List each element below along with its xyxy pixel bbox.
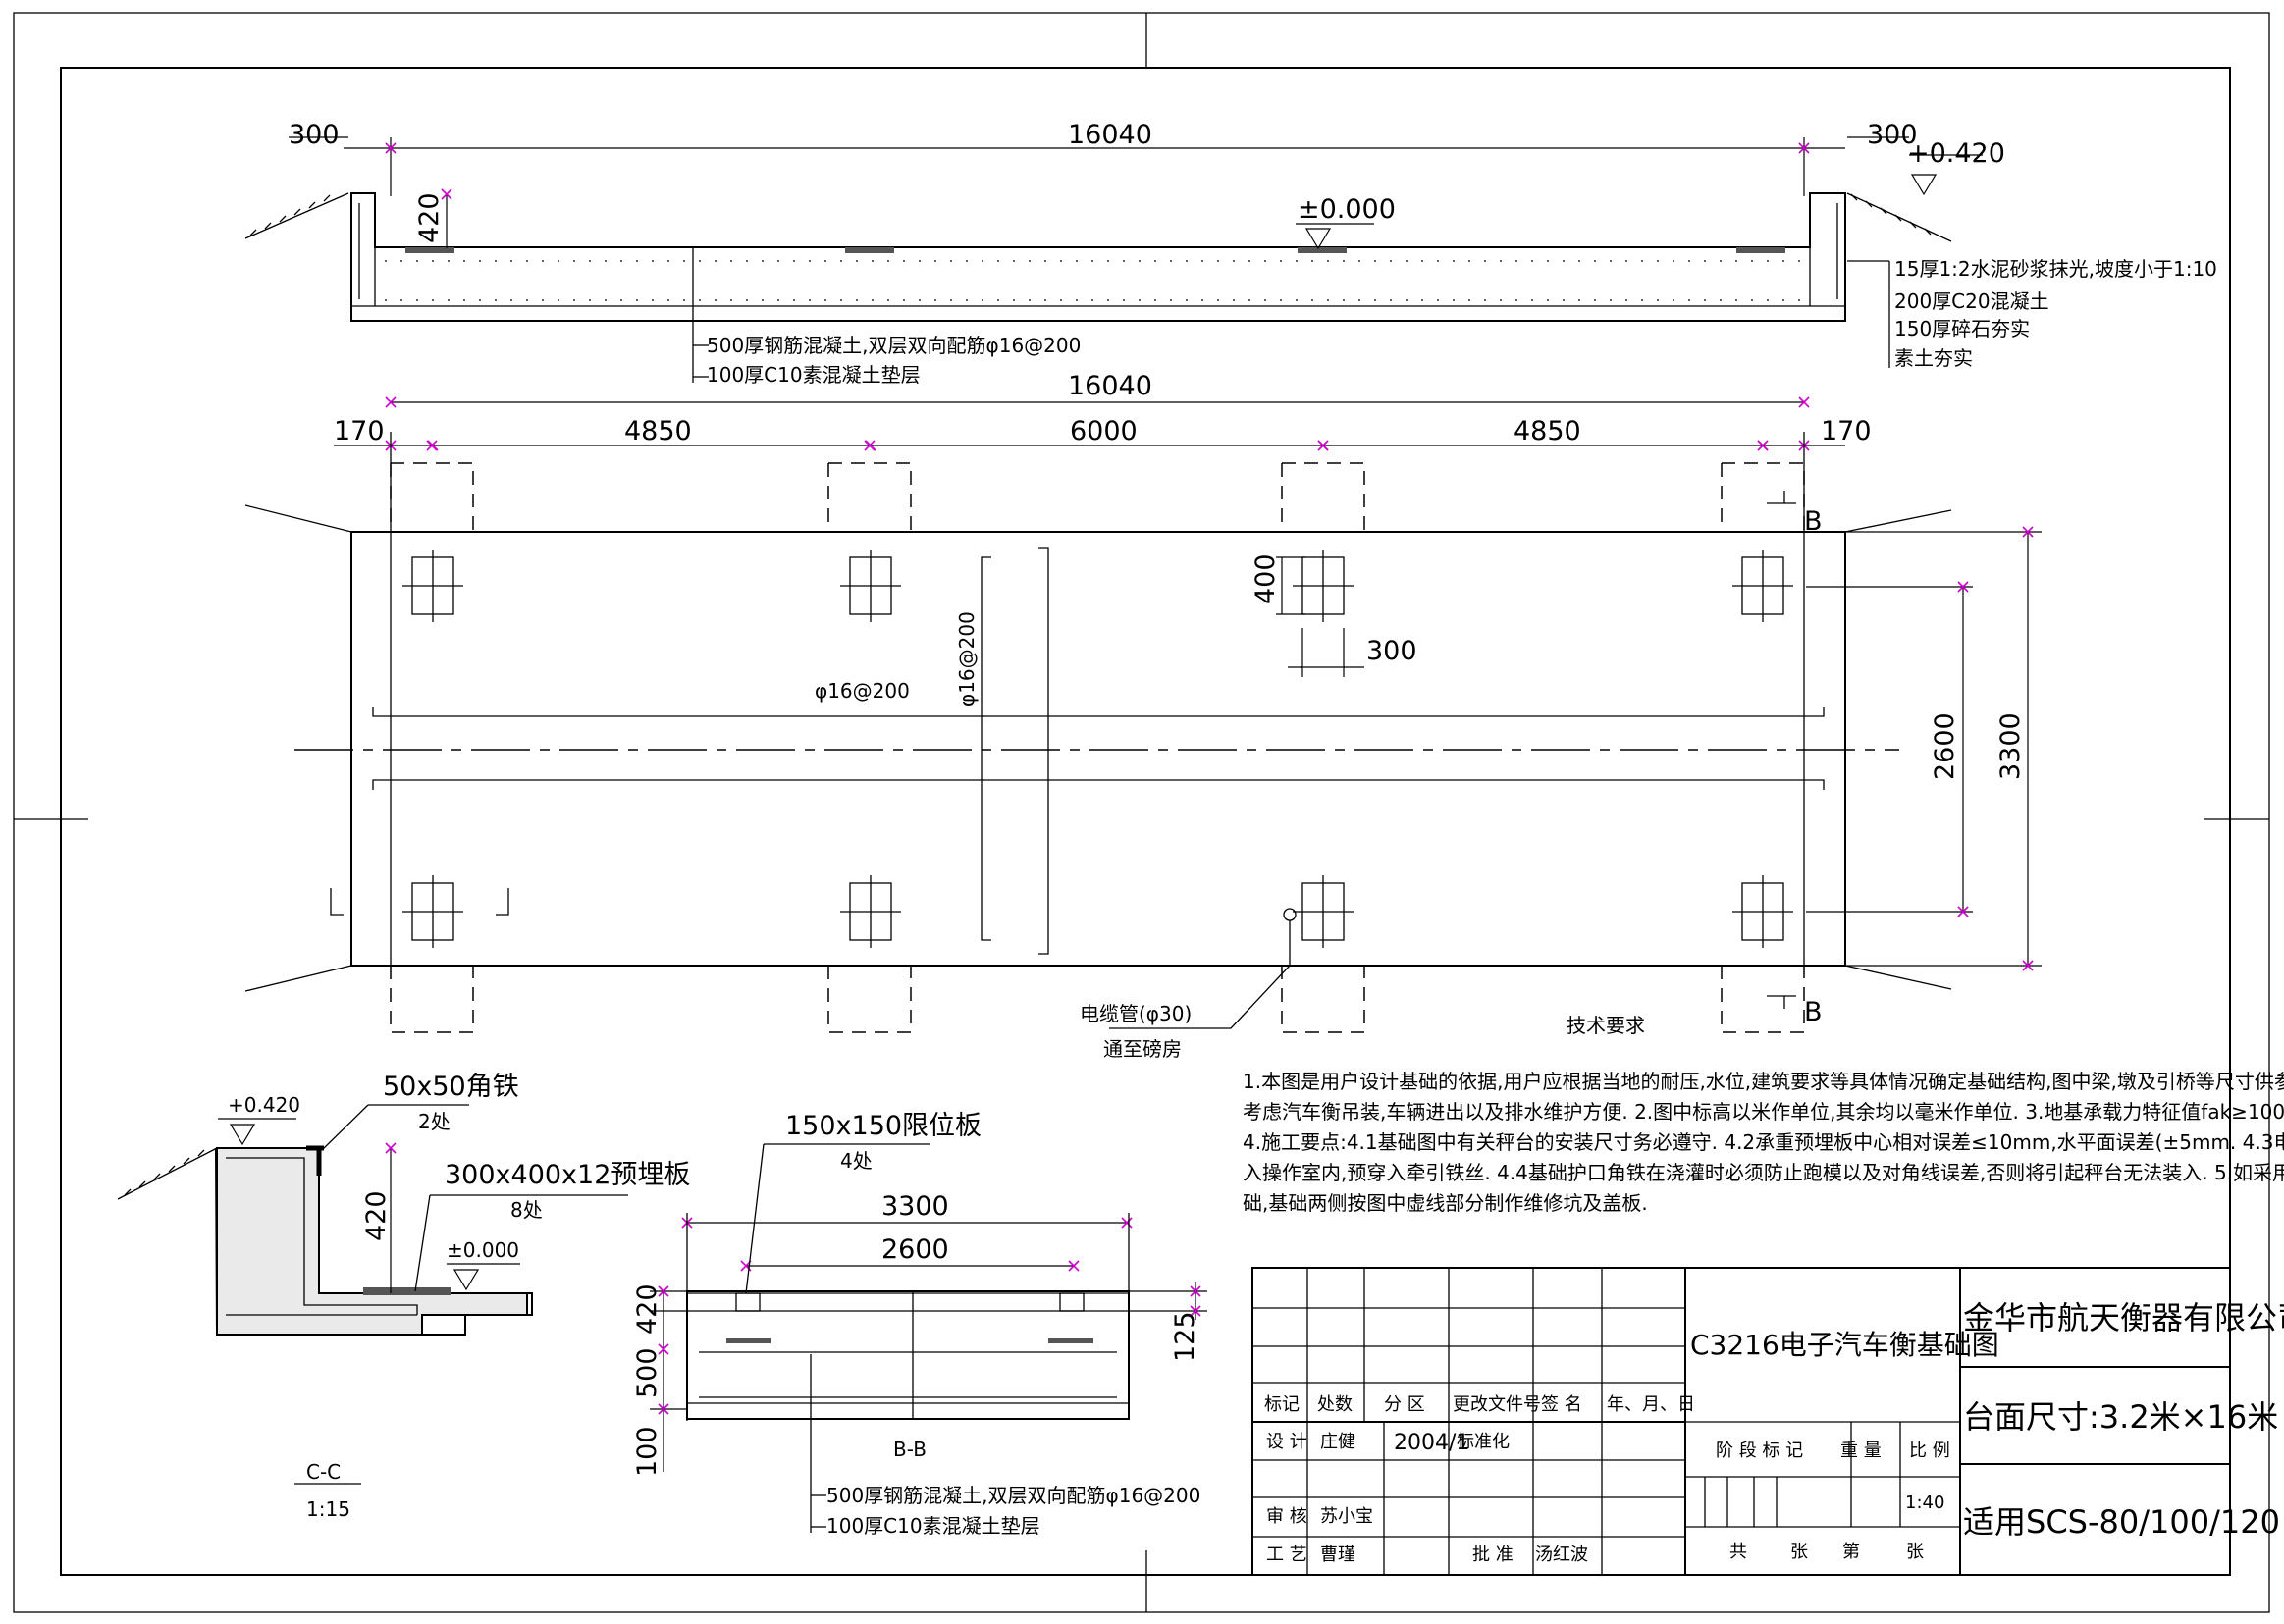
elev-dim-total: 16040 (1068, 120, 1152, 150)
cc-plate-count: 8处 (510, 1198, 543, 1222)
cc-plate-label: 300x400x12预埋板 (445, 1160, 690, 1190)
bb-dim-3300: 3300 (881, 1191, 949, 1222)
design-label: 设 计 (1266, 1432, 1307, 1452)
section-bb: 3300 2600 420 500 100 125 150x150限位板 4处 … (632, 1111, 1207, 1538)
approve-name: 汤红波 (1535, 1545, 1588, 1565)
review-name: 苏小宝 (1320, 1506, 1373, 1527)
elev-layer-2: 200厚C20混凝土 (1894, 289, 2049, 313)
maintenance-pits (390, 462, 1805, 1033)
elev-dim-left: 300 (289, 120, 340, 150)
company-name: 金华市航天衡器有限公司 (1963, 1299, 2284, 1336)
requirement-line-5: 础,基础两侧按图中虚线部分制作维修坑及盖板. (1243, 1191, 1648, 1215)
platform-size: 台面尺寸:3.2米×16米 (1963, 1398, 2278, 1436)
embedded-plates (402, 550, 1793, 948)
elev-layer-1: 15厚1:2水泥砂浆抹光,坡度小于1:10 (1894, 257, 2217, 281)
plan-dim-170-left: 170 (334, 416, 385, 446)
review-label: 审 核 (1266, 1506, 1307, 1527)
plan-dim-6000: 6000 (1070, 416, 1138, 446)
hdr-zone: 分 区 (1384, 1394, 1425, 1415)
bb-dim-125: 125 (1170, 1311, 1200, 1362)
standardization: 标准化 (1457, 1432, 1510, 1452)
requirement-line-1: 1.本图是用户设计基础的依据,用户应根据当地的耐压,水位,建筑要求等具体情况确定… (1243, 1070, 2284, 1093)
cc-depth: 420 (361, 1190, 392, 1241)
cable-note-1: 电缆管(φ30) (1080, 1002, 1192, 1025)
cc-level-zero: ±0.000 (447, 1238, 519, 1262)
nth-label: 第 (1842, 1542, 1860, 1562)
hdr-sign: 签 名 (1541, 1394, 1582, 1415)
elev-level-top: +0.420 (1907, 138, 2005, 169)
hdr-change-doc: 更改文件号 (1453, 1394, 1541, 1415)
elevation-view: 300 16040 300 +0.420 420 ±0.000 (244, 120, 2217, 387)
requirement-line-3: 4.施工要点:4.1基础图中有关秤台的安装尺寸务必遵守. 4.2承重预埋板中心相… (1243, 1130, 2284, 1154)
bb-note-base: 100厚C10素混凝土垫层 (826, 1514, 1040, 1538)
elev-level-zero: ±0.000 (1298, 194, 1396, 225)
plan-dim-4850-left: 4850 (624, 416, 692, 446)
section-mark-b-top: B (1804, 506, 1823, 537)
bb-stop-label: 150x150限位板 (785, 1111, 982, 1141)
sheets-label: 张 (1790, 1542, 1808, 1562)
process-name: 曹瑾 (1320, 1545, 1355, 1565)
elev-depth: 420 (414, 192, 445, 243)
elev-note-base: 100厚C10素混凝土垫层 (707, 363, 921, 387)
cc-name: C-C (306, 1460, 341, 1484)
plan-rebar-v: φ16@200 (955, 611, 979, 707)
cc-scale: 1:15 (306, 1497, 350, 1521)
plan-dim-total: 16040 (1068, 371, 1152, 401)
cc-angle-label: 50x50角铁 (383, 1072, 519, 1102)
requirement-line-2: 考虑汽车衡吊装,车辆进出以及排水维护方便. 2.图中标高以米作单位,其余均以毫米… (1243, 1100, 2284, 1124)
plan-dim-3300: 3300 (1995, 712, 2026, 780)
weight-label: 重 量 (1840, 1441, 1882, 1461)
hdr-date: 年、月、日 (1607, 1394, 1695, 1415)
hdr-mark: 标记 (1264, 1394, 1300, 1415)
cc-angle-count: 2处 (418, 1110, 451, 1133)
elev-layer-3: 150厚碎石夯实 (1894, 317, 2030, 341)
section-cc: +0.420 420 50x50角铁 2处 300x400x12预埋板 8处 ±… (117, 1072, 690, 1521)
drawing-title: C3216电子汽车衡基础图 (1690, 1329, 1999, 1361)
elev-layer-4: 素土夯实 (1894, 346, 1973, 370)
scale-value: 1:40 (1905, 1493, 1944, 1513)
requirements-title: 技术要求 (1567, 1014, 1645, 1037)
approve-label: 批 准 (1472, 1545, 1514, 1565)
plan-rebar-h: φ16@200 (815, 679, 910, 703)
plan-dim-4850-right: 4850 (1514, 416, 1581, 446)
bb-dim-500: 500 (632, 1347, 663, 1398)
ratio-label: 比 例 (1909, 1441, 1950, 1461)
bb-note-slab: 500厚钢筋混凝土,双层双向配筋φ16@200 (826, 1484, 1200, 1507)
plan-dim-170-right: 170 (1821, 416, 1872, 446)
technical-requirements: 技术要求 1.本图是用户设计基础的依据,用户应根据当地的耐压,水位,建筑要求等具… (1243, 1014, 2284, 1215)
stage-mark: 阶 段 标 记 (1716, 1441, 1803, 1461)
cc-level-top: +0.420 (228, 1093, 300, 1117)
requirement-line-4: 入操作室内,预穿入牵引铁丝. 4.4基础护口角铁在浇灌时必须防止跑模以及对角线误… (1243, 1161, 2284, 1184)
cable-note-2: 通至磅房 (1103, 1037, 1182, 1061)
bb-name: B-B (893, 1438, 927, 1461)
applicable-models: 适用SCS-80/100/120 (1963, 1503, 2280, 1541)
page-label: 张 (1906, 1542, 1924, 1562)
plan-dim-400: 400 (1250, 553, 1281, 604)
plan-dim-300: 300 (1366, 636, 1417, 666)
bb-dim-420: 420 (632, 1283, 663, 1335)
design-name: 庄健 (1320, 1432, 1355, 1452)
title-block: C3216电子汽车衡基础图 金华市航天衡器有限公司 台面尺寸:3.2米×16米 … (1251, 1267, 2284, 1576)
bb-dim-100: 100 (632, 1426, 663, 1477)
process-label: 工 艺 (1266, 1545, 1307, 1565)
total-label: 共 (1729, 1542, 1747, 1562)
bb-dim-2600: 2600 (881, 1234, 949, 1265)
elev-dim-right: 300 (1867, 120, 1918, 150)
section-mark-b-bottom: B (1804, 997, 1823, 1027)
plan-view: 16040 170 4850 6000 4850 170 φ16@200 φ16… (244, 371, 2042, 1061)
design-date: 2004/1 (1394, 1431, 1469, 1455)
elev-note-slab: 500厚钢筋混凝土,双层双向配筋φ16@200 (707, 334, 1081, 357)
plan-dim-2600: 2600 (1930, 712, 1960, 780)
hdr-count: 处数 (1317, 1394, 1353, 1415)
drawing-frame (13, 12, 2270, 1613)
bb-stop-count: 4处 (840, 1149, 873, 1173)
